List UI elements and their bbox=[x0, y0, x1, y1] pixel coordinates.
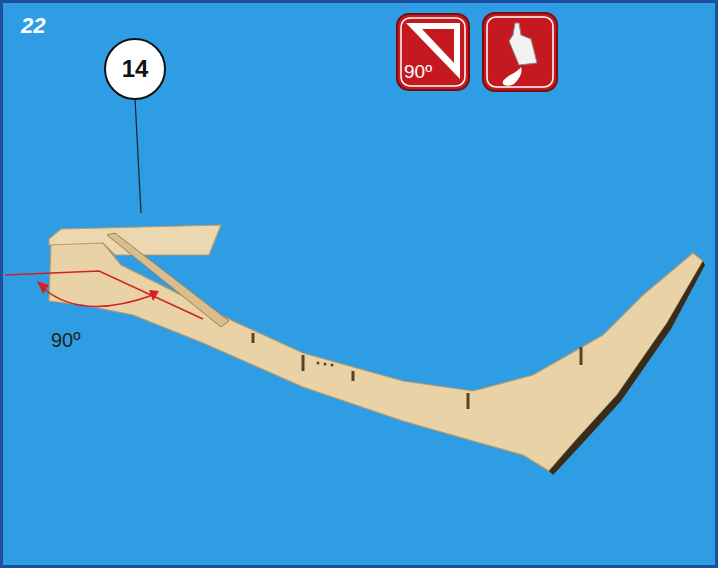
angle-lines bbox=[5, 271, 203, 319]
callout-circle: 14 bbox=[104, 38, 166, 100]
step-number: 22 bbox=[21, 13, 45, 39]
icon-text: 90º bbox=[404, 61, 432, 83]
angle-label: 90º bbox=[51, 329, 81, 352]
background-panel: 14 90º 22 90º bbox=[3, 3, 715, 565]
glue-icon bbox=[483, 13, 557, 91]
callout-number: 14 bbox=[122, 55, 149, 83]
leader-line bbox=[135, 98, 141, 213]
square-icon: 90º bbox=[396, 13, 470, 91]
